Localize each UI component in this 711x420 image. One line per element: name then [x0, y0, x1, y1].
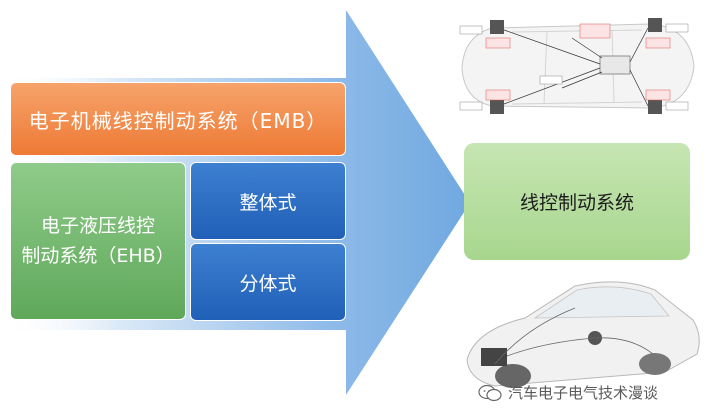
ehb-integrated-label: 整体式	[239, 191, 297, 214]
ehb-box: 电子液压线控 制动系统（EHB）	[10, 162, 186, 320]
brake-by-wire-box: 线控制动系统	[464, 143, 690, 260]
result-label: 线控制动系统	[519, 192, 634, 214]
car-schematic-image	[452, 8, 700, 126]
watermark: 汽车电子电气技术漫谈	[478, 382, 658, 403]
ehb-split-label: 分体式	[239, 272, 297, 295]
watermark-text: 汽车电子电气技术漫谈	[508, 384, 659, 402]
wechat-icon	[478, 384, 502, 401]
emb-box: 电子机械线控制动系统（EMB）	[10, 82, 346, 156]
ehb-label-line1: 电子液压线控	[40, 215, 155, 237]
ehb-label-line2: 制动系统（EHB）	[21, 245, 175, 267]
emb-label: 电子机械线控制动系统（EMB）	[28, 108, 328, 133]
car-illustration-image	[455, 268, 705, 396]
ehb-split-box: 分体式	[190, 243, 346, 321]
ehb-integrated-box: 整体式	[190, 162, 346, 240]
